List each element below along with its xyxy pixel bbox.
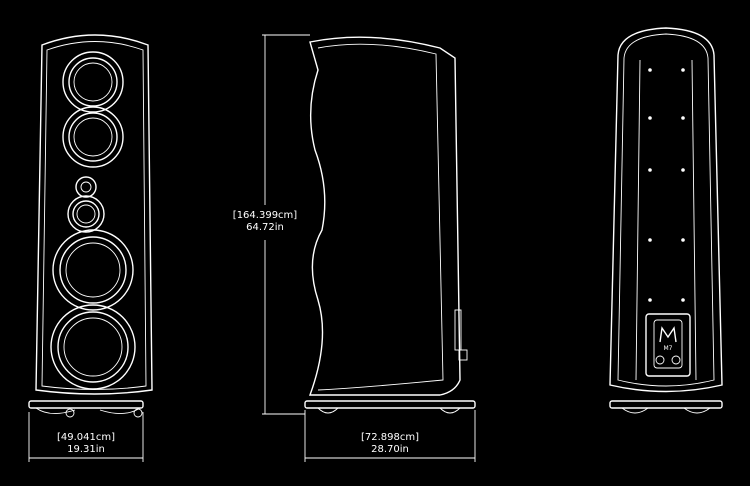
height-in: 64.72in xyxy=(246,222,284,233)
side-plinth xyxy=(304,400,476,409)
side-view xyxy=(262,34,476,462)
woofer-4 xyxy=(50,304,136,390)
front-plinth xyxy=(28,400,144,409)
front-view xyxy=(28,34,153,462)
rear-cabinet-outline xyxy=(609,27,723,393)
rear-screws xyxy=(648,68,685,302)
tweeter xyxy=(75,176,97,198)
rear-terminal-plate: M7 xyxy=(645,313,691,377)
upper-woofer-2 xyxy=(62,106,124,168)
side-cabinet-outline xyxy=(309,36,461,396)
height-label: [164.399cm] 64.72in xyxy=(225,210,305,234)
woofer-3 xyxy=(52,229,134,311)
upper-woofer-1 xyxy=(62,51,124,113)
depth-in: 28.70in xyxy=(371,444,409,455)
rear-plinth xyxy=(609,400,723,409)
m7-logo-text: M7 xyxy=(664,345,673,352)
height-cm: [164.399cm] xyxy=(232,210,298,221)
front-width-cm: [49.041cm] xyxy=(56,432,116,443)
front-cabinet-outline xyxy=(35,34,153,395)
front-width-label: [49.041cm] 19.31in xyxy=(40,432,132,456)
midrange xyxy=(67,195,105,233)
depth-label: [72.898cm] 28.70in xyxy=(345,432,435,456)
rear-view: M7 xyxy=(609,27,723,414)
m7-logo xyxy=(659,326,677,343)
front-width-in: 19.31in xyxy=(67,444,105,455)
depth-cm: [72.898cm] xyxy=(360,432,420,443)
